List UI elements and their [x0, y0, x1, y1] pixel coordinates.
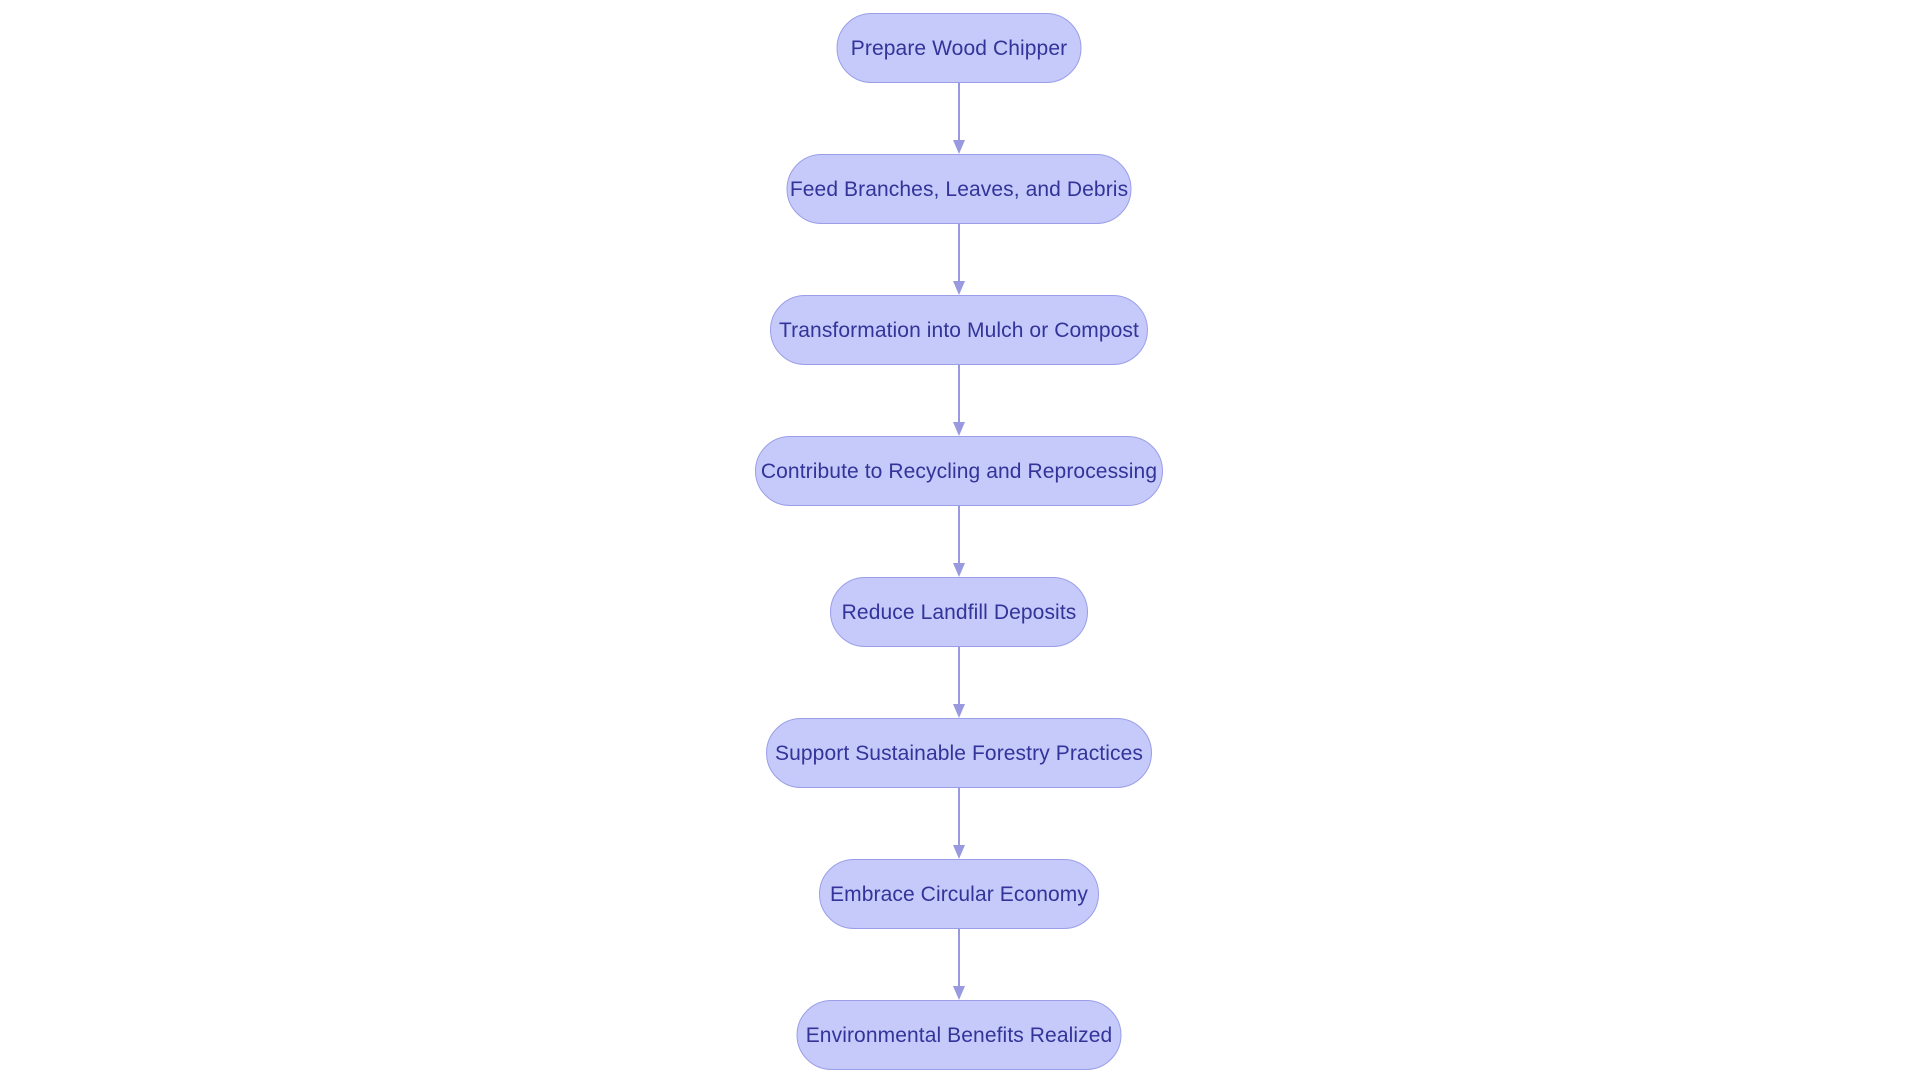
flow-node-environmental-benefits-realized[interactable]: Environmental Benefits Realized: [796, 1000, 1122, 1070]
connector-shaft: [958, 929, 960, 986]
connector-arrow: [950, 365, 968, 436]
connector-shaft: [958, 365, 960, 422]
flow-node-support-sustainable-forestry-practices[interactable]: Support Sustainable Forestry Practices: [766, 718, 1152, 788]
flow-node-prepare-wood-chipper[interactable]: Prepare Wood Chipper: [836, 13, 1082, 83]
flow-node-label: Contribute to Recycling and Reprocessing: [760, 459, 1158, 483]
connector-arrow: [950, 929, 968, 1000]
connector-arrow: [950, 224, 968, 295]
flow-node-embrace-circular-economy[interactable]: Embrace Circular Economy: [819, 859, 1099, 929]
flow-node-reduce-landfill-deposits[interactable]: Reduce Landfill Deposits: [830, 577, 1088, 647]
arrowhead-icon: [953, 563, 965, 577]
connector-shaft: [958, 224, 960, 281]
flow-node-label: Support Sustainable Forestry Practices: [775, 741, 1143, 765]
connector-shaft: [958, 788, 960, 845]
flow-node-label: Feed Branches, Leaves, and Debris: [789, 177, 1129, 201]
flow-node-contribute-to-recycling-and-reprocessing[interactable]: Contribute to Recycling and Reprocessing: [755, 436, 1163, 506]
connector-shaft: [958, 647, 960, 704]
flow-node-label: Environmental Benefits Realized: [805, 1023, 1113, 1047]
connector-shaft: [958, 83, 960, 140]
connector-arrow: [950, 83, 968, 154]
arrowhead-icon: [953, 281, 965, 295]
arrowhead-icon: [953, 986, 965, 1000]
flow-node-label: Reduce Landfill Deposits: [841, 600, 1077, 624]
flow-node-label: Embrace Circular Economy: [830, 882, 1088, 906]
connector-arrow: [950, 647, 968, 718]
arrowhead-icon: [953, 845, 965, 859]
flow-node-label: Transformation into Mulch or Compost: [779, 318, 1139, 342]
arrowhead-icon: [953, 422, 965, 436]
arrowhead-icon: [953, 704, 965, 718]
connector-arrow: [950, 506, 968, 577]
arrowhead-icon: [953, 140, 965, 154]
flow-node-transformation-into-mulch-or-compost[interactable]: Transformation into Mulch or Compost: [770, 295, 1148, 365]
flow-node-feed-branches-leaves-debris[interactable]: Feed Branches, Leaves, and Debris: [786, 154, 1132, 224]
connector-shaft: [958, 506, 960, 563]
connector-arrow: [950, 788, 968, 859]
flow-node-label: Prepare Wood Chipper: [850, 36, 1068, 60]
